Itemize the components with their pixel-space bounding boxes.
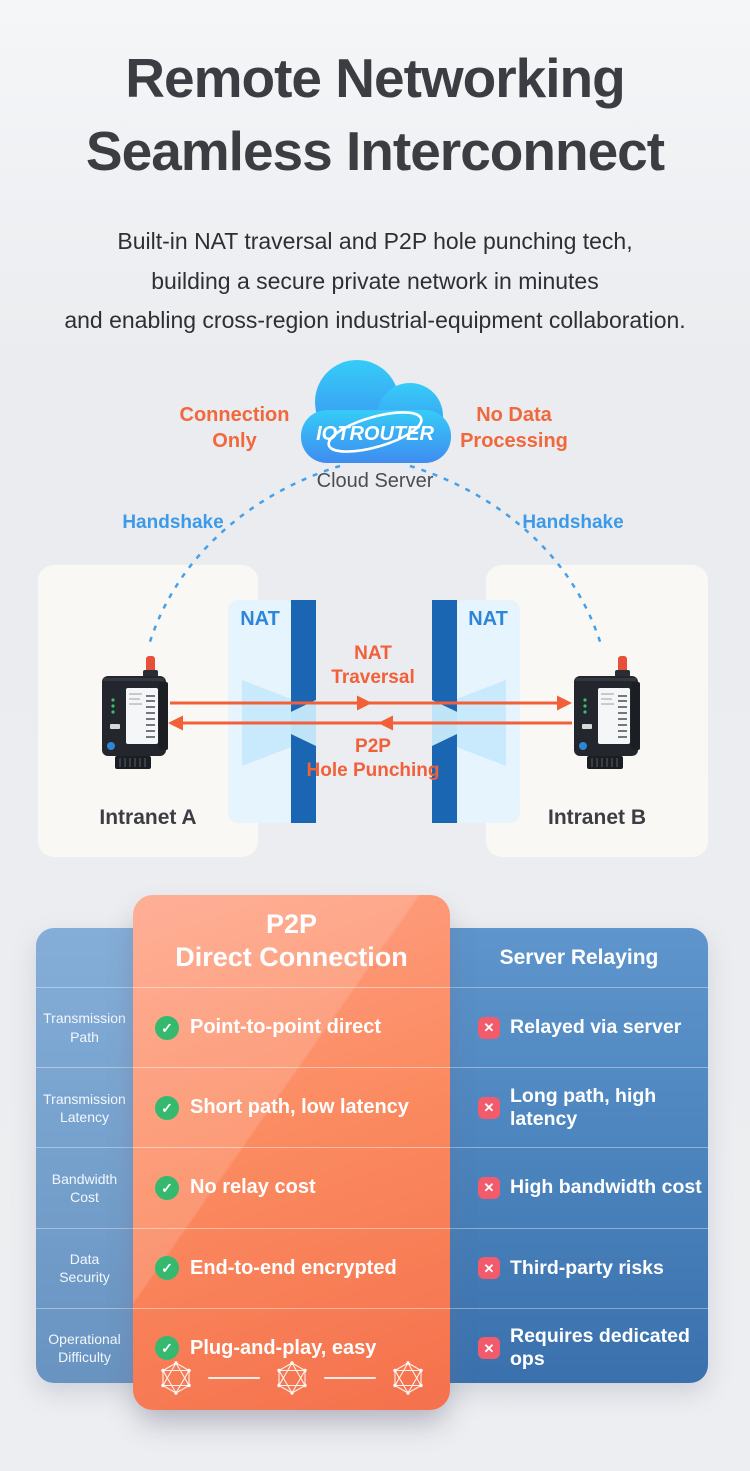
subtitle-line3: and enabling cross-region industrial-equ…: [64, 307, 686, 334]
p2p-cell: ✓ Short path, low latency: [133, 1067, 450, 1147]
page-title-line2: Seamless Interconnect: [85, 119, 665, 182]
p2p-cell-text: End-to-end encrypted: [190, 1256, 397, 1279]
relay-cell-text: Third-party risks: [510, 1256, 664, 1279]
row-label: Data Security: [59, 1250, 110, 1286]
molecule-icon: [392, 1361, 423, 1395]
p2p-cell-text: Plug-and-play, easy: [190, 1336, 377, 1359]
check-icon: ✓: [155, 1336, 179, 1361]
arrow-left-icon: [378, 715, 393, 731]
no-data-processing-note: No Data Processing: [460, 404, 568, 453]
cross-icon: ✕: [478, 1176, 500, 1199]
relay-cell-text: Relayed via server: [510, 1016, 682, 1039]
relay-cell: ✕ Requires dedicated ops: [450, 1325, 708, 1371]
relay-column-header: Server Relaying: [499, 945, 659, 969]
check-icon: ✓: [155, 1015, 179, 1040]
connector-line: [323, 1377, 376, 1379]
row-label: Operational Difficulty: [48, 1331, 121, 1366]
p2p-cell-text: Short path, low latency: [190, 1096, 409, 1119]
row-label: Transmission Path: [43, 1010, 126, 1045]
p2p-cell-text: Point-to-point direct: [190, 1016, 382, 1039]
p2p-cell: ✓ Plug-and-play, easy: [133, 1307, 450, 1388]
check-icon: ✓: [155, 1175, 179, 1200]
relay-cell: ✕ High bandwidth cost: [450, 1176, 708, 1199]
handshake-label-right: Handshake: [522, 512, 624, 533]
arrow-right-icon: [357, 695, 372, 711]
molecule-icon: [276, 1361, 307, 1395]
connection-lines: [146, 464, 604, 731]
row-label-column-background: [36, 928, 133, 1383]
p2p-card: P2P Direct Connection ✓ Point-to-point d…: [133, 895, 450, 1410]
router-device-icon: [102, 656, 168, 769]
cross-icon: ✕: [478, 1096, 500, 1119]
check-icon: ✓: [155, 1256, 179, 1281]
nat-label-right: NAT: [468, 608, 508, 630]
relay-cell-text: Requires dedicated ops: [510, 1325, 690, 1371]
comparison-section: Server Relaying Transmission Path ✕ Rela…: [0, 880, 750, 1471]
nat-label-left: NAT: [240, 608, 280, 630]
relay-cell: ✕ Relayed via server: [450, 1016, 708, 1039]
p2p-cell-text: No relay cost: [190, 1176, 316, 1199]
page-title: Remote Networking Seamless Interconnect: [0, 42, 750, 187]
cloud-caption: Cloud Server: [316, 470, 434, 492]
page-title-line1: Remote Networking: [125, 47, 625, 109]
cross-icon: ✕: [478, 1337, 500, 1360]
hole-punching-label: P2P Hole Punching: [306, 736, 440, 782]
cross-icon: ✕: [478, 1016, 500, 1039]
arrow-right-icon: [557, 695, 572, 711]
table-header-row: Server Relaying: [36, 928, 708, 987]
p2p-card-header: P2P Direct Connection: [175, 909, 408, 972]
cloud-logo-text: IOTROUTER: [316, 423, 434, 445]
cloud-icon: IOTROUTER: [301, 360, 451, 463]
relay-cell: ✕ Long path, high latency: [450, 1085, 708, 1131]
intranet-b-label: Intranet B: [547, 806, 646, 829]
table-row: Transmission Path ✕ Relayed via server: [36, 987, 708, 1067]
row-label: Bandwidth Cost: [51, 1170, 118, 1205]
relay-cell: ✕ Third-party risks: [450, 1257, 708, 1280]
p2p-cell: ✓ Point-to-point direct: [133, 987, 450, 1067]
relay-cell-text: High bandwidth cost: [510, 1176, 702, 1199]
arrow-left-icon: [168, 715, 183, 731]
card-footer-decoration: [133, 1360, 450, 1396]
connector-line: [207, 1377, 260, 1379]
subtitle-line2: building a secure private network in min…: [151, 267, 599, 294]
intranet-a-label: Intranet A: [99, 806, 197, 829]
molecule-icon: [160, 1361, 191, 1395]
logo-orbit-swoosh: [327, 411, 423, 453]
handshake-label-left: Handshake: [122, 512, 224, 533]
cross-icon: ✕: [478, 1257, 500, 1280]
connection-only-note: Connection Only: [179, 404, 290, 453]
relay-cell-text: Long path, high latency: [510, 1084, 657, 1130]
router-device-icon: [574, 656, 640, 769]
row-label: Transmission Latency: [43, 1090, 126, 1125]
p2p-cell: ✓ No relay cost: [133, 1147, 450, 1227]
p2p-cell: ✓ End-to-end encrypted: [133, 1227, 450, 1308]
subtitle-line1: Built-in NAT traversal and P2P hole punc…: [117, 228, 633, 254]
check-icon: ✓: [155, 1095, 179, 1120]
nat-traversal-label: NAT Traversal: [331, 643, 415, 689]
page-subtitle: Built-in NAT traversal and P2P hole punc…: [0, 222, 750, 341]
network-diagram: NAT NAT IOTROUTER Cloud Server Connectio…: [0, 340, 750, 880]
